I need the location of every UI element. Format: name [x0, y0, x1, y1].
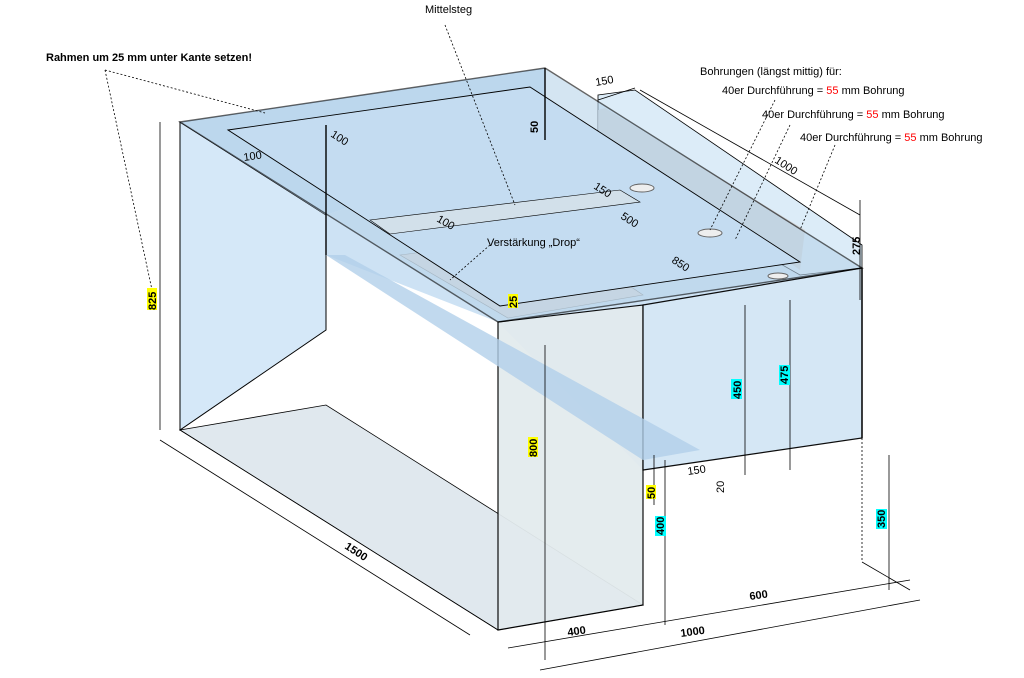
dim-overflow-depth: 275 [851, 237, 863, 255]
drill-hole [629, 183, 655, 193]
drill-hole [767, 272, 789, 280]
drilling-title: Bohrungen (längst mittig) für: [700, 66, 842, 78]
dim-overflow-width: 150 [594, 74, 614, 89]
dim-step-150: 150 [687, 464, 707, 478]
drop-slope [326, 255, 700, 460]
dim-total-height: 825 [147, 288, 159, 310]
dim-step-20: 20 [715, 481, 727, 493]
reinforcement-label: Verstärkung „Drop“ [487, 237, 580, 249]
top-frame-inner [226, 86, 802, 307]
dim-front-400: 400 [567, 625, 587, 639]
dim-overflow-50: 50 [529, 121, 541, 133]
drilling-note-1: 40er Durchführung = 55 mm Bohrung [722, 85, 905, 97]
svg-text:400: 400 [655, 517, 667, 535]
svg-text:350: 350 [876, 510, 888, 528]
dim-height-450: 450 [731, 379, 744, 399]
center-brace [369, 189, 641, 235]
dim-step-50: 50 [646, 485, 658, 499]
dim-frame-b: 100 [243, 150, 263, 164]
dim-front-1000: 1000 [680, 625, 706, 640]
svg-text:50: 50 [646, 487, 658, 499]
dim-height-475: 475 [779, 365, 791, 385]
dim-main-height: 800 [528, 437, 540, 457]
dim-height-350: 350 [876, 509, 888, 529]
dim-front-600: 600 [749, 589, 769, 603]
dim-overflow-length: 1000 [772, 154, 799, 177]
svg-text:25: 25 [508, 296, 520, 308]
svg-text:800: 800 [528, 439, 540, 457]
center-brace-label: Mittelsteg [425, 4, 472, 16]
frame-note: Rahmen um 25 mm unter Kante setzen! [46, 52, 252, 64]
drilling-note-3: 40er Durchführung = 55 mm Bohrung [800, 132, 983, 144]
drill-hole [697, 228, 723, 238]
drilling-note-2: 40er Durchführung = 55 mm Bohrung [762, 109, 945, 121]
svg-text:475: 475 [779, 366, 791, 384]
svg-text:825: 825 [147, 292, 159, 310]
dim-drop-offset: 25 [508, 294, 520, 308]
svg-text:450: 450 [732, 381, 744, 399]
dim-step-400: 400 [655, 516, 667, 536]
